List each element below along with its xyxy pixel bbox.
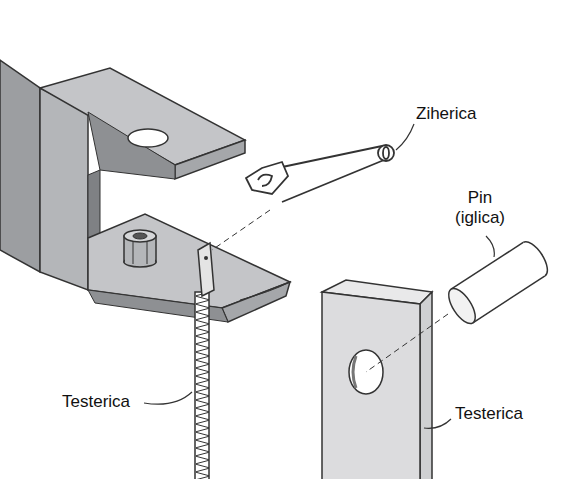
pin xyxy=(444,237,553,327)
clamp-inner xyxy=(88,170,100,240)
part-label: Testerica xyxy=(455,404,523,424)
safety-pin xyxy=(246,145,394,202)
part-label: Testerica xyxy=(62,392,130,412)
top-arm-under xyxy=(88,112,175,179)
part-label: Ziherica xyxy=(416,104,476,124)
bottom-arm-edge xyxy=(222,282,290,322)
blade xyxy=(195,292,209,479)
leader-lines xyxy=(144,124,494,428)
top-arm-edge xyxy=(175,140,245,179)
plate xyxy=(322,292,420,479)
bar xyxy=(0,60,40,272)
clamp-back xyxy=(40,88,88,290)
part-label-pin: Pin (iglica) xyxy=(446,188,514,228)
blade-tab xyxy=(198,243,214,296)
plate-side xyxy=(420,292,432,479)
hole xyxy=(128,129,168,147)
